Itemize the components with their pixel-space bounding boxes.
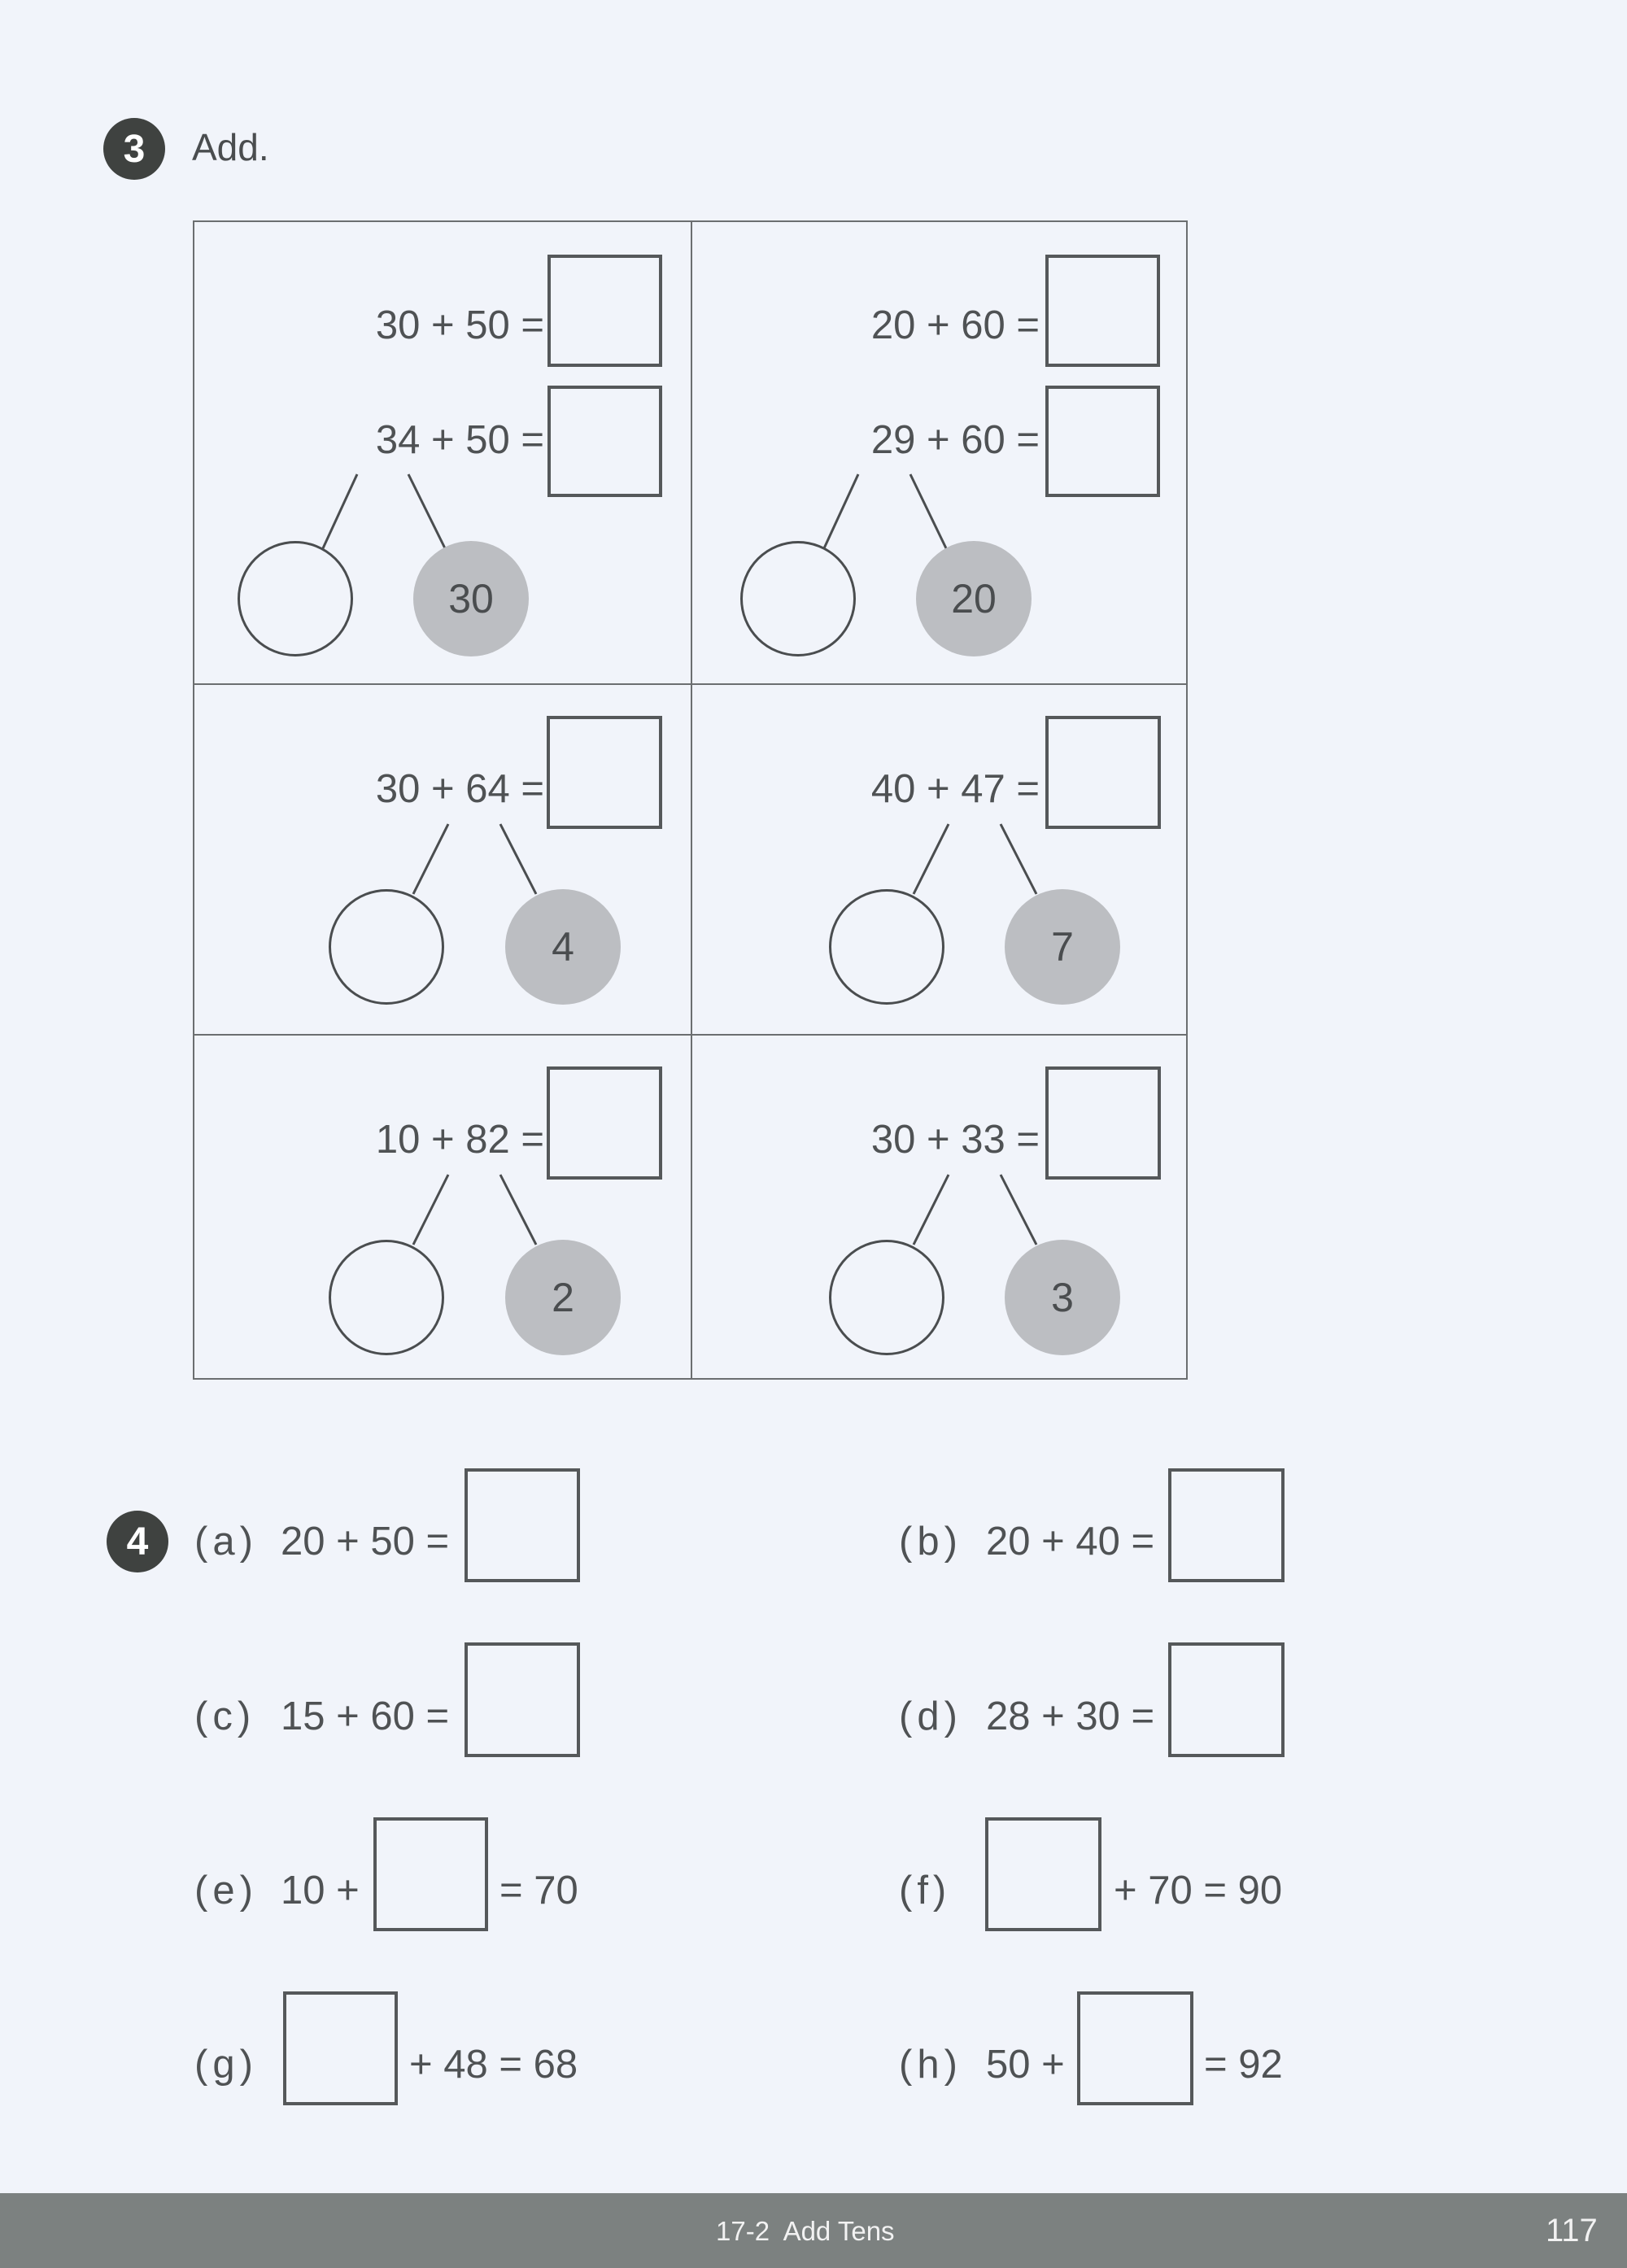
- answer-box[interactable]: [1045, 255, 1160, 367]
- item-h-before: 50 +: [986, 2043, 1065, 2087]
- section-3-badge: 3: [103, 118, 165, 180]
- lesson-title: 17-2 Add Tens: [716, 2216, 895, 2246]
- bond-given-circle: 4: [505, 889, 621, 1005]
- answer-box-b[interactable]: [1168, 1468, 1285, 1582]
- equation: 34 + 50 =: [375, 418, 544, 462]
- equation: 40 + 47 =: [870, 767, 1040, 811]
- equation: 29 + 60 =: [870, 418, 1040, 462]
- grid-cell: 40 + 47 = 7: [692, 685, 1188, 1034]
- grid-cell: 30 + 64 = 4: [194, 685, 691, 1034]
- answer-box[interactable]: [547, 386, 662, 497]
- bond-answer-circle[interactable]: [329, 1240, 444, 1355]
- bond-value: 3: [1051, 1275, 1074, 1320]
- bond-given-circle: 7: [1005, 889, 1120, 1005]
- section-number: 3: [123, 127, 146, 171]
- item-label-f: (f): [899, 1869, 952, 1913]
- equation: 10 + 82 =: [375, 1118, 544, 1162]
- grid-cell: 10 + 82 = 2: [194, 1036, 691, 1380]
- bond-answer-circle[interactable]: [829, 889, 944, 1005]
- item-b-expression: 20 + 40 =: [986, 1520, 1155, 1564]
- item-label-d: (d): [899, 1694, 962, 1738]
- item-e-before: 10 +: [281, 1869, 360, 1913]
- item-label-h: (h): [899, 2043, 962, 2087]
- section-number: 4: [126, 1520, 149, 1564]
- answer-box[interactable]: [547, 255, 662, 367]
- section-3-title: Add.: [192, 126, 269, 168]
- equation: 20 + 60 =: [870, 303, 1040, 347]
- answer-box[interactable]: [547, 1066, 662, 1180]
- answer-box[interactable]: [1045, 1066, 1161, 1180]
- item-label-c: (c): [194, 1694, 256, 1738]
- item-label-g: (g): [194, 2043, 258, 2087]
- number-bond-lines: [412, 1174, 538, 1245]
- number-bond-lines: [912, 823, 1038, 895]
- number-bond-lines: [822, 473, 948, 549]
- number-bond-lines: [412, 823, 538, 895]
- item-h-after: = 92: [1204, 2043, 1283, 2087]
- equation: 30 + 50 =: [375, 303, 544, 347]
- answer-box[interactable]: [1045, 716, 1161, 829]
- item-d-expression: 28 + 30 =: [986, 1694, 1155, 1738]
- answer-box-h[interactable]: [1077, 1991, 1193, 2105]
- item-label-a: (a): [194, 1520, 258, 1564]
- item-g-after: + 48 = 68: [409, 2043, 578, 2087]
- item-c-expression: 15 + 60 =: [281, 1694, 450, 1738]
- bond-answer-circle[interactable]: [740, 541, 856, 656]
- item-e-after: = 70: [499, 1869, 578, 1913]
- bond-answer-circle[interactable]: [829, 1240, 944, 1355]
- answer-box-g[interactable]: [283, 1991, 398, 2105]
- answer-box-e[interactable]: [373, 1817, 488, 1931]
- bond-given-circle: 3: [1005, 1240, 1120, 1355]
- item-f-after: + 70 = 90: [1114, 1869, 1283, 1913]
- section-4-badge: 4: [107, 1511, 168, 1572]
- number-bond-lines: [321, 473, 447, 549]
- bond-value: 4: [552, 924, 574, 970]
- addition-grid: 30 + 50 = 34 + 50 = 30 20 + 60 = 29 + 60…: [193, 220, 1188, 1380]
- grid-divider-vertical: [691, 222, 692, 1378]
- grid-divider-row-1: [194, 683, 1186, 685]
- answer-box-d[interactable]: [1168, 1642, 1285, 1757]
- bond-answer-circle[interactable]: [329, 889, 444, 1005]
- equation: 30 + 64 =: [375, 767, 544, 811]
- bond-value: 2: [552, 1275, 574, 1320]
- page-number: 117: [1546, 2213, 1598, 2248]
- grid-cell: 20 + 60 = 29 + 60 = 20: [692, 222, 1188, 683]
- bond-value: 30: [448, 576, 494, 622]
- item-label-b: (b): [899, 1520, 962, 1564]
- bond-given-circle: 30: [413, 541, 529, 656]
- bond-given-circle: 2: [505, 1240, 621, 1355]
- item-label-e: (e): [194, 1869, 258, 1913]
- answer-box-c[interactable]: [465, 1642, 580, 1757]
- bond-answer-circle[interactable]: [238, 541, 353, 656]
- grid-cell: 30 + 50 = 34 + 50 = 30: [194, 222, 691, 683]
- answer-box[interactable]: [547, 716, 662, 829]
- grid-cell: 30 + 33 = 3: [692, 1036, 1188, 1380]
- answer-box-f[interactable]: [985, 1817, 1101, 1931]
- item-a-expression: 20 + 50 =: [281, 1520, 450, 1564]
- bond-value: 20: [951, 576, 997, 622]
- equation: 30 + 33 =: [870, 1118, 1040, 1162]
- bond-given-circle: 20: [916, 541, 1032, 656]
- page-footer: 17-2 Add Tens 117: [0, 2193, 1627, 2268]
- answer-box-a[interactable]: [465, 1468, 580, 1582]
- number-bond-lines: [912, 1174, 1038, 1245]
- answer-box[interactable]: [1045, 386, 1160, 497]
- grid-divider-row-2: [194, 1034, 1186, 1036]
- bond-value: 7: [1051, 924, 1074, 970]
